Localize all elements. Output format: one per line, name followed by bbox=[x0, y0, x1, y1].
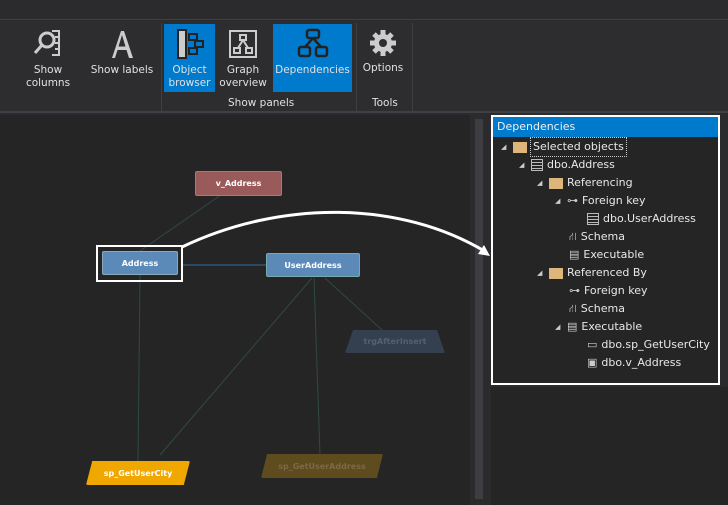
node-label: UserAddress bbox=[284, 260, 342, 270]
dependencies-icon bbox=[297, 28, 328, 58]
title-bar bbox=[0, 0, 728, 20]
node-label: trgAfterInsert bbox=[363, 337, 427, 346]
node-label: sp_GetUserAddress bbox=[278, 461, 366, 471]
node-v-address[interactable]: v_Address bbox=[195, 171, 282, 196]
dependencies-button[interactable]: Dependencies bbox=[273, 24, 352, 92]
key-icon: ⊶ bbox=[567, 194, 578, 207]
node-trg-after-insert[interactable]: trgAfterInsert bbox=[345, 330, 445, 353]
node-sp-get-user-city[interactable]: sp_GetUserCity bbox=[86, 461, 190, 485]
tree-label: dbo.Address bbox=[547, 158, 615, 171]
tree-label: Foreign key bbox=[582, 194, 646, 207]
tree-node-by-executable[interactable]: ◢ ▤Executable bbox=[555, 318, 642, 336]
tree-node-ref-executable[interactable]: ▤Executable bbox=[569, 246, 644, 264]
tree-node-ref-foreign-key[interactable]: ◢ ⊶ Foreign key bbox=[555, 192, 645, 210]
node-user-address[interactable]: UserAddress bbox=[266, 253, 360, 277]
tools-group-label: Tools bbox=[372, 97, 398, 109]
show-labels-label: Show labels bbox=[90, 64, 154, 76]
view-icon: ▣ bbox=[587, 356, 598, 369]
tree-node-sp-getusercity[interactable]: ▭dbo.sp_GetUserCity bbox=[587, 336, 710, 354]
panel-empty-area bbox=[491, 387, 728, 505]
tree-label: dbo.v_Address bbox=[601, 356, 682, 369]
tree-node-referencing[interactable]: ◢ Referencing bbox=[537, 174, 633, 192]
tree-node-referenced-by[interactable]: ◢ Referenced By bbox=[537, 264, 647, 282]
folder-icon bbox=[549, 177, 563, 189]
tree-label: Schema bbox=[580, 230, 625, 243]
show-panels-group-label: Show panels bbox=[228, 97, 295, 109]
tree-label: Referenced By bbox=[567, 266, 647, 279]
graph-edges bbox=[137, 182, 383, 462]
expand-arrow-icon[interactable]: ◢ bbox=[555, 197, 561, 205]
expand-arrow-icon[interactable]: ◢ bbox=[555, 323, 561, 331]
node-label: Address bbox=[121, 258, 159, 268]
procedure-icon: ▭ bbox=[587, 338, 598, 351]
table-icon bbox=[531, 159, 543, 171]
ribbon: Show columns Show labels Object browser … bbox=[0, 21, 728, 113]
scrollbar-thumb[interactable] bbox=[475, 119, 483, 499]
expand-arrow-icon[interactable]: ◢ bbox=[501, 143, 507, 151]
expand-arrow-icon[interactable]: ◢ bbox=[519, 161, 525, 169]
dependencies-label: Dependencies bbox=[275, 64, 350, 76]
tree-node-v-address[interactable]: ▣dbo.v_Address bbox=[587, 354, 681, 372]
panel-title: Dependencies bbox=[493, 117, 718, 137]
object-browser-label-line2: browser bbox=[168, 77, 211, 89]
options-label: Options bbox=[362, 62, 404, 74]
tree-node-dbo-address[interactable]: ◢ dbo.Address bbox=[519, 156, 615, 174]
node-label: v_Address bbox=[215, 179, 262, 188]
gear-icon bbox=[370, 30, 396, 56]
edge-trg-useraddress bbox=[324, 277, 383, 331]
graph-overview-button[interactable]: Graph overview bbox=[217, 24, 269, 92]
tree-node-ref-schema[interactable]: ⛙Schema bbox=[569, 228, 625, 246]
object-browser-button[interactable]: Object browser bbox=[164, 24, 215, 92]
executable-icon: ▤ bbox=[567, 320, 578, 333]
tree-label: dbo.UserAddress bbox=[603, 212, 696, 225]
object-browser-icon bbox=[176, 29, 204, 59]
graph-overview-icon bbox=[229, 30, 257, 58]
folder-icon bbox=[549, 267, 563, 279]
tree-label: Schema bbox=[580, 302, 625, 315]
search-columns-icon bbox=[33, 30, 60, 56]
expand-arrow-icon[interactable]: ◢ bbox=[537, 269, 543, 277]
show-columns-button[interactable]: Show columns bbox=[12, 24, 84, 92]
graph-overview-label-line1: Graph bbox=[226, 64, 260, 76]
node-label: sp_GetUserCity bbox=[103, 468, 173, 478]
tree-label: Selected objects bbox=[530, 137, 627, 157]
show-columns-label: Show columns bbox=[25, 64, 71, 89]
tree-label: Foreign key bbox=[584, 284, 648, 297]
tree-node-by-schema[interactable]: ⛙Schema bbox=[569, 300, 625, 318]
tree-label: Executable bbox=[581, 320, 643, 333]
tree-label: Executable bbox=[583, 248, 645, 261]
edge-sp-getusercity-useraddress bbox=[159, 277, 313, 456]
graph-overview-label-line2: overview bbox=[219, 77, 267, 89]
letter-a-icon bbox=[112, 31, 133, 58]
expand-arrow-icon[interactable]: ◢ bbox=[537, 179, 543, 187]
tree-label: Referencing bbox=[567, 176, 633, 189]
selection-highlight bbox=[96, 245, 183, 282]
vertical-scrollbar[interactable] bbox=[471, 115, 487, 505]
tree-node-by-foreign-key[interactable]: ⊶ Foreign key bbox=[569, 282, 647, 300]
cut-off-button[interactable] bbox=[0, 24, 6, 92]
schema-icon: ⛙ bbox=[569, 230, 577, 243]
folder-icon bbox=[513, 141, 527, 153]
node-address[interactable]: Address bbox=[102, 251, 178, 275]
tree-node-dbo-useraddress[interactable]: dbo.UserAddress bbox=[587, 210, 696, 228]
dependencies-panel: Dependencies ◢ Selected objects ◢ dbo.Addr… bbox=[491, 115, 720, 385]
object-browser-label-line1: Object bbox=[172, 64, 207, 76]
tree-node-selected-objects[interactable]: ◢ Selected objects bbox=[501, 137, 627, 157]
show-labels-button[interactable]: Show labels bbox=[90, 24, 154, 92]
key-icon: ⊶ bbox=[569, 284, 580, 297]
executable-icon: ▤ bbox=[569, 248, 580, 261]
edge-sp-getuseraddress-useraddress bbox=[313, 277, 321, 456]
schema-icon: ⛙ bbox=[569, 302, 577, 315]
table-icon bbox=[587, 213, 599, 225]
tree-label: dbo.sp_GetUserCity bbox=[601, 338, 710, 351]
node-sp-get-user-address[interactable]: sp_GetUserAddress bbox=[261, 454, 383, 478]
graph-canvas[interactable]: v_Address Address UserAddress trgAfterIn… bbox=[0, 115, 470, 505]
options-button[interactable]: Options bbox=[360, 24, 406, 92]
edge-address-sp-getusercity bbox=[137, 274, 141, 462]
